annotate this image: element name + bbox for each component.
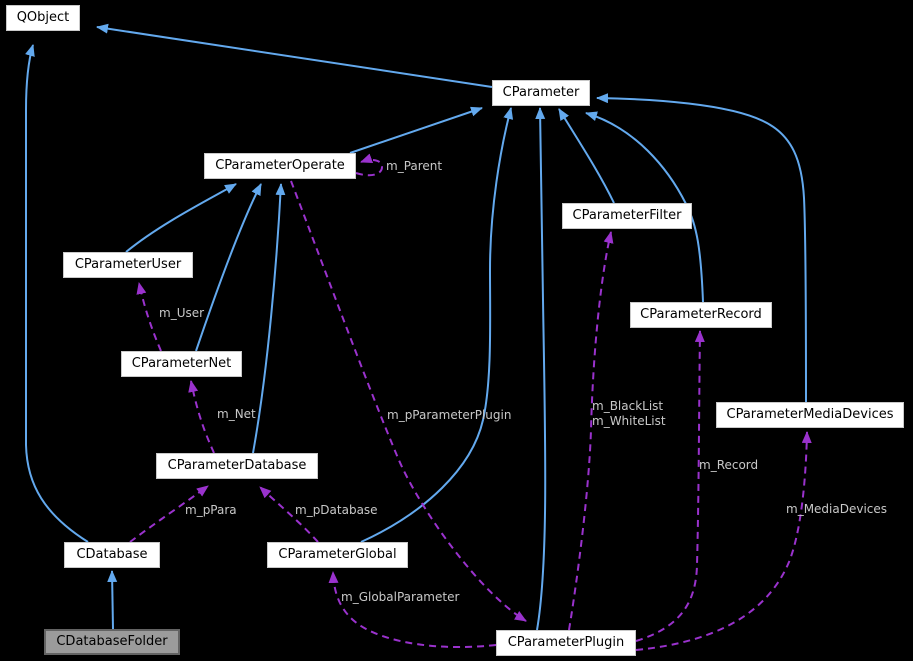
edge-label-m-whitelist: m_WhiteList (592, 414, 666, 428)
edge-label-m-mediadevices: m_MediaDevices (786, 502, 888, 516)
edge-m-ppara (129, 485, 209, 543)
edge-m-pdatabase (259, 486, 319, 543)
node-cparameterrecord[interactable]: CParameterRecord (630, 302, 772, 328)
edge-label-m-pdatabase: m_pDatabase (295, 503, 378, 517)
edge-label-m-pparameterplugin: m_pParameterPlugin (387, 408, 512, 422)
node-cparameteroperate[interactable]: CParameterOperate (204, 153, 356, 179)
edge-m-globalparameter (328, 571, 497, 648)
node-cparametermediadevices[interactable]: CParameterMediaDevices (716, 402, 904, 428)
node-cparameterdatabase[interactable]: CParameterDatabase (156, 453, 318, 479)
node-cparameter[interactable]: CParameter (492, 80, 590, 106)
edge-m-blacklist-whitelist (568, 231, 614, 631)
node-cdatabase[interactable]: CDatabase (64, 542, 160, 568)
node-cparameterplugin[interactable]: CParameterPlugin (496, 630, 636, 656)
edge-cparameteroperate-to-cparameter (349, 106, 483, 154)
node-cparameteruser[interactable]: CParameterUser (63, 252, 193, 278)
edge-m-net (188, 380, 215, 454)
edge-label-m-globalparameter: m_GlobalParameter (341, 590, 460, 604)
edge-cparameter-to-qobject (96, 23, 493, 88)
edge-cparameterplugin-to-cparameter (535, 107, 547, 631)
edge-cdatabasefolder-to-cdatabase (107, 570, 118, 630)
edge-cdatabase-to-qobject (25, 44, 89, 543)
edge-cparametermediadevices-to-cparameter (596, 93, 807, 403)
node-cdatabasefolder-current: CDatabaseFolder (44, 629, 180, 655)
edge-m-user (136, 282, 162, 352)
edge-label-m-user: m_User (159, 306, 205, 320)
edge-cparameterfilter-to-cparameter (558, 108, 615, 204)
edge-m-mediadevices (635, 431, 812, 651)
edge-cparameternet-to-cparameteroperate (195, 183, 262, 352)
node-cparameterglobal[interactable]: CParameterGlobal (267, 542, 408, 568)
edge-cparameterdatabase-to-cparameteroperate (252, 183, 286, 454)
node-cparameternet[interactable]: CParameterNet (121, 351, 242, 377)
node-cparameterfilter[interactable]: CParameterFilter (562, 203, 692, 229)
edge-label-m-record: m_Record (699, 458, 759, 472)
edge-m-parent-self-loop (355, 153, 384, 177)
edge-m-record (635, 330, 705, 642)
edge-label-m-parent: m_Parent (386, 159, 443, 173)
node-qobject[interactable]: QObject (6, 5, 80, 31)
edge-cparameterglobal-to-cparameter (360, 107, 514, 543)
edge-label-m-ppara: m_pPara (185, 503, 237, 517)
edge-cparameteruser-to-cparameteroperate (125, 183, 237, 253)
edge-m-pparameterplugin (290, 180, 527, 622)
edge-label-m-net: m_Net (217, 407, 256, 421)
edge-label-m-blacklist: m_BlackList (592, 399, 664, 413)
